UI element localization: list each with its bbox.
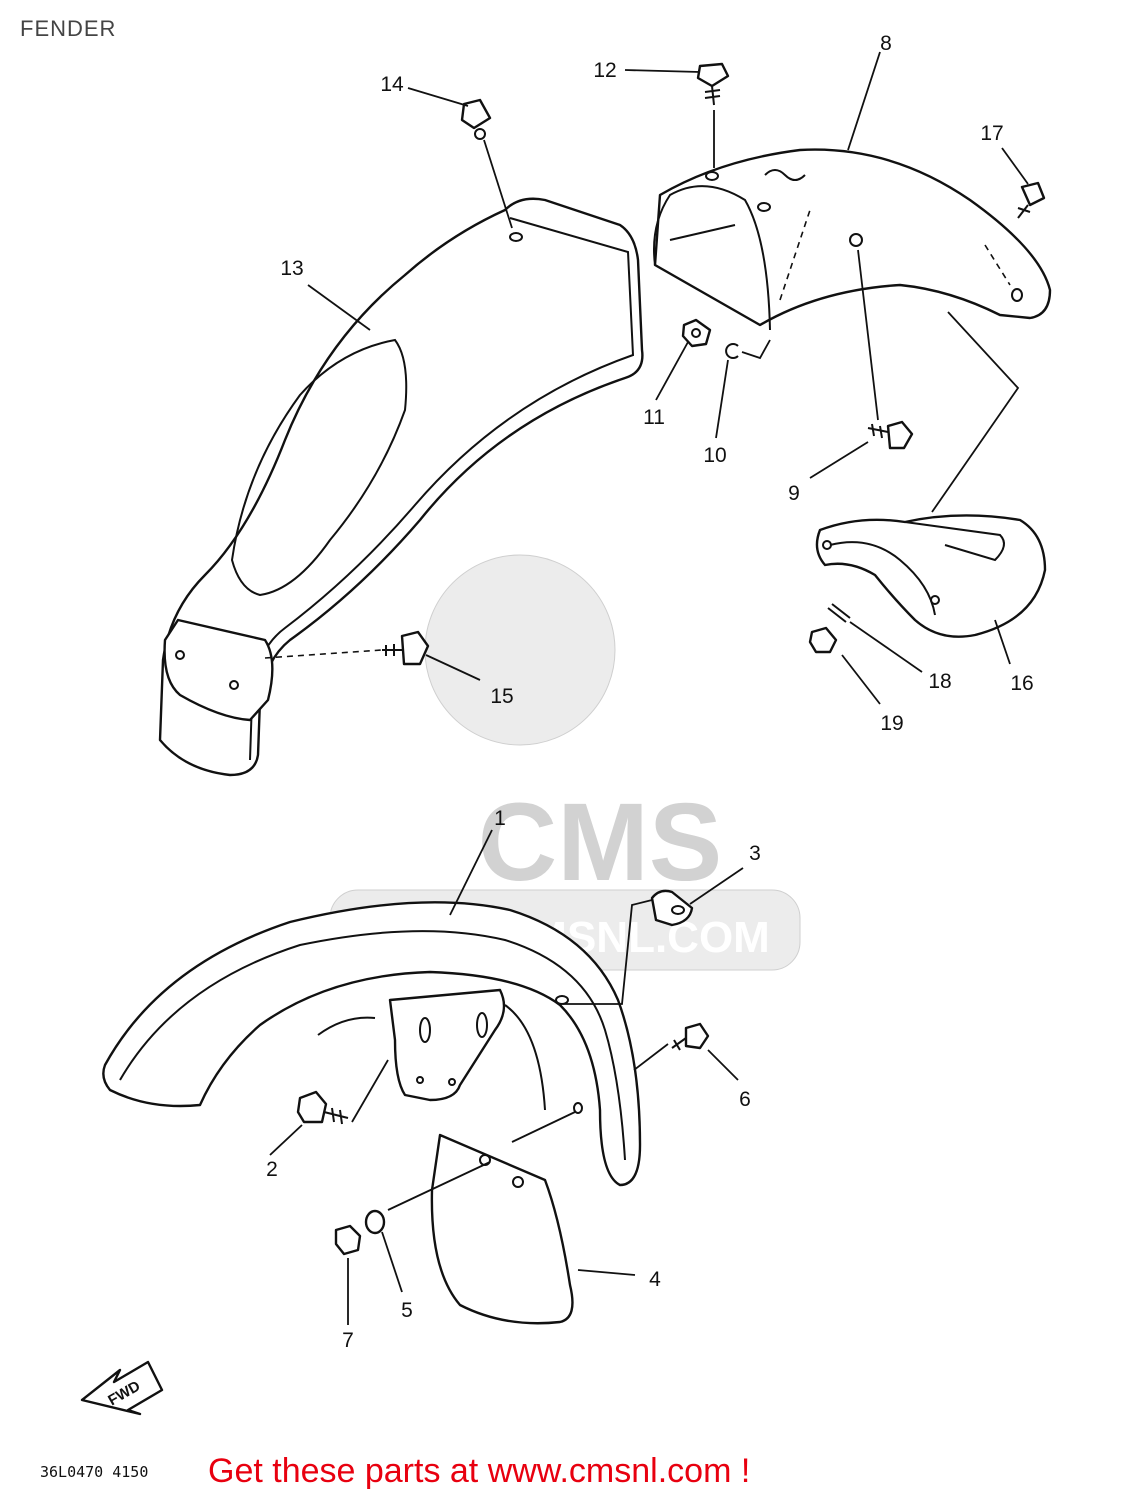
callout-7: 7 (342, 1329, 354, 1352)
callout-19: 19 (880, 712, 903, 735)
callout-12: 12 (593, 59, 616, 82)
callout-1: 1 (494, 807, 506, 830)
callout-2: 2 (266, 1158, 278, 1181)
callout-3: 3 (749, 842, 761, 865)
callout-14: 14 (380, 73, 404, 96)
watermark-brand: CMS (478, 781, 722, 904)
hardware-bolts-nuts (296, 62, 1046, 1256)
callout-10: 10 (703, 444, 726, 467)
page-title: FENDER (20, 16, 117, 41)
leader-lines (264, 51, 1029, 1325)
rear-fender-part-13 (158, 197, 644, 777)
callout-17: 17 (980, 122, 1003, 145)
callout-4: 4 (649, 1268, 661, 1291)
callout-11: 11 (643, 406, 665, 429)
callout-8: 8 (880, 32, 892, 55)
mud-flap-part-4 (430, 1133, 574, 1325)
rear-fender-extension-part-8 (653, 148, 1052, 331)
callout-9: 9 (788, 482, 800, 505)
callout-15: 15 (490, 685, 513, 708)
callout-6: 6 (739, 1088, 751, 1111)
callout-5: 5 (401, 1299, 413, 1322)
diagram-code: 36L0470 4150 (40, 1463, 149, 1481)
callout-numbers: 1 2 3 4 5 6 7 8 9 10 11 12 13 14 15 16 1… (266, 32, 1034, 1352)
forward-arrow-icon: FWD (80, 1360, 164, 1416)
cta-link[interactable]: Get these parts at www.cmsnl.com ! (208, 1452, 751, 1490)
front-fender-part-1 (102, 901, 642, 1187)
taillight-bracket-part-16 (815, 514, 1047, 638)
callout-18: 18 (928, 670, 951, 693)
callout-13: 13 (280, 257, 303, 280)
callout-16: 16 (1010, 672, 1033, 695)
